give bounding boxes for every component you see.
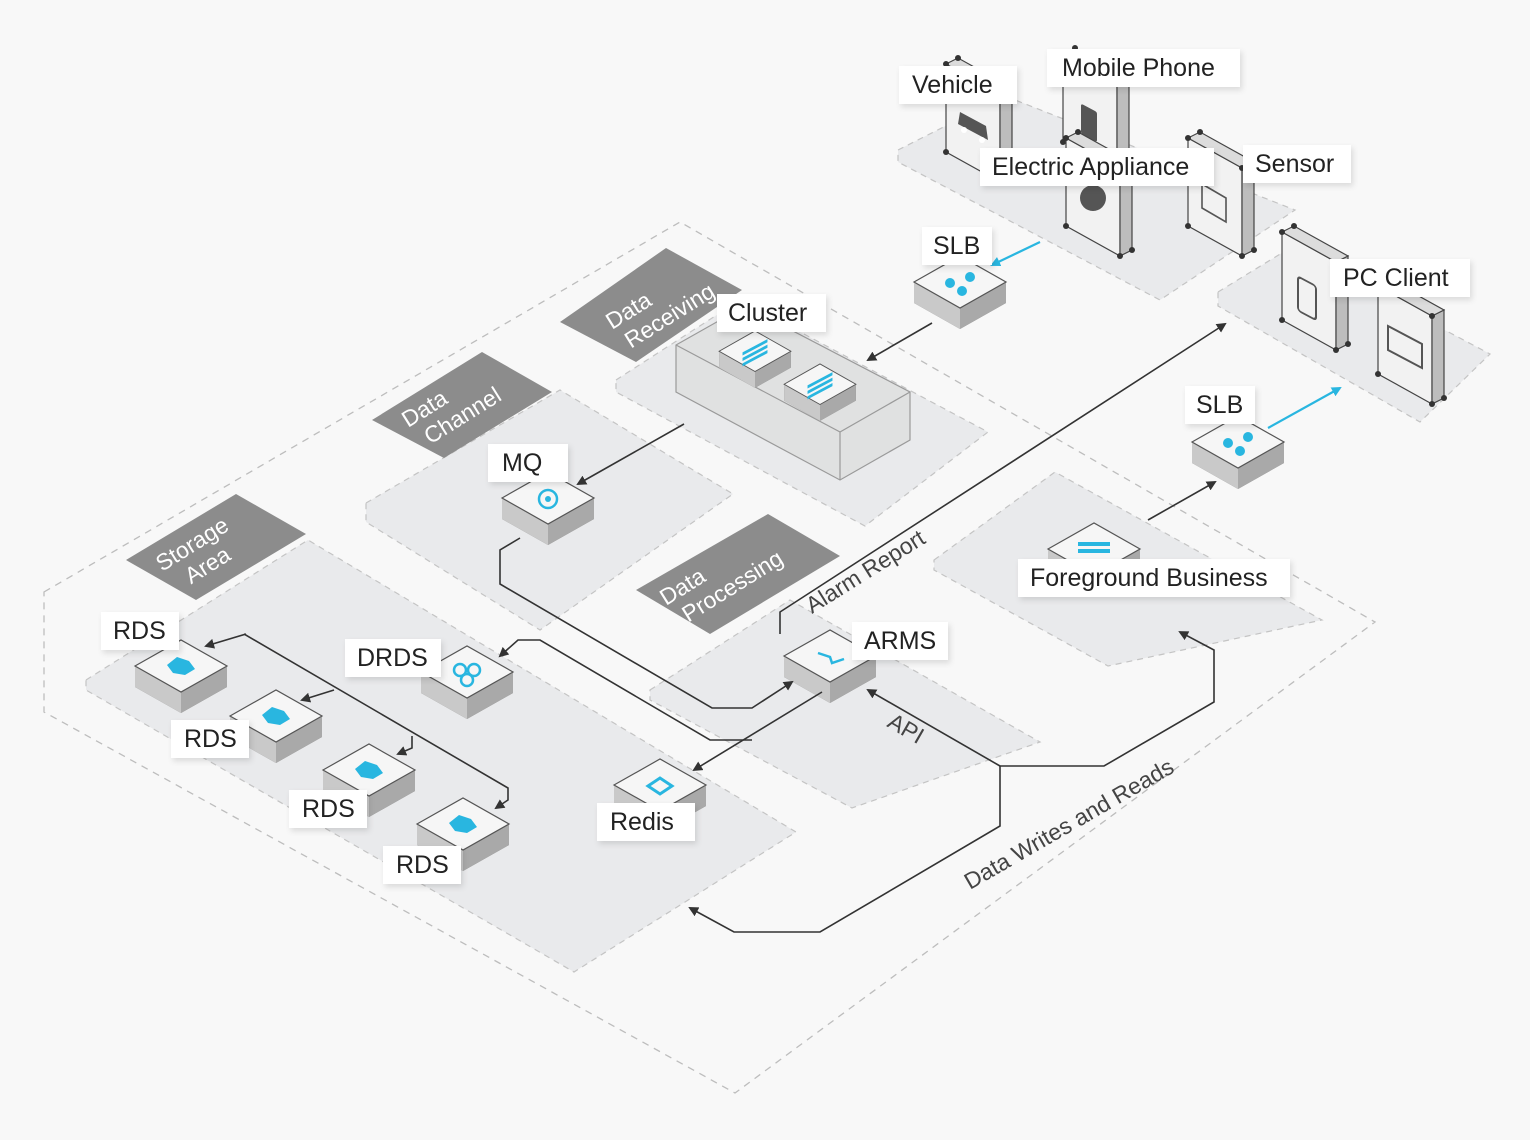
- redis-label: Redis: [597, 803, 695, 841]
- cluster-server-2: [783, 363, 857, 422]
- cluster-server-1: [718, 330, 792, 389]
- flow-slb-to-pc-client: [1267, 387, 1342, 429]
- flow-arms-to-redis: [692, 691, 823, 772]
- flow-rds-link-3: [396, 736, 413, 756]
- flow-lines: [204, 241, 1342, 933]
- flow-cluster-to-mq: [576, 423, 685, 485]
- rds-1-label: RDS: [101, 612, 179, 650]
- flow-foreground-to-slb: [1147, 481, 1217, 521]
- cluster-label-text: Cluster: [728, 299, 807, 327]
- arms-label: ARMS: [852, 622, 948, 660]
- flow-slb-to-cluster: [866, 322, 933, 362]
- drds-label-text: DRDS: [357, 644, 428, 672]
- zone-tag-storage-area: StorageArea: [126, 494, 306, 600]
- alarm-report-label: Alarm Report: [801, 524, 930, 618]
- flow-rds-link-1: [204, 633, 247, 649]
- redis-node: [613, 758, 707, 833]
- pc-client-label: PC Client: [1330, 259, 1470, 297]
- sensor-label: Sensor: [1243, 145, 1351, 183]
- label-tags: Vehicle Mobile Phone Electric Appliance …: [101, 49, 1470, 884]
- flow-rds-link-2: [300, 689, 335, 703]
- foreground-business-node: [1047, 522, 1141, 597]
- slb-right-node: [1191, 415, 1285, 490]
- sensor-device: [1184, 128, 1258, 260]
- foreground-business-label-text: Foreground Business: [1030, 564, 1268, 592]
- arms-node: [783, 629, 877, 704]
- outer-region: [43, 221, 1377, 1094]
- data-writes-reads-label: Data Writes and Reads: [960, 753, 1179, 894]
- rds-3-label: RDS: [289, 790, 367, 828]
- mq-node: [501, 471, 595, 546]
- drds-node: [420, 645, 514, 720]
- rds-1-node: [134, 639, 228, 714]
- pc-client-label-text: PC Client: [1343, 264, 1449, 292]
- flow-mq-to-arms: [499, 537, 794, 709]
- rds-2-label-text: RDS: [184, 725, 237, 753]
- sensor-label-text: Sensor: [1255, 150, 1334, 178]
- mq-label-text: MQ: [502, 449, 542, 477]
- rds-4-label-text: RDS: [396, 851, 449, 879]
- electric-appliance-device: [1062, 128, 1136, 260]
- rds-3-label-text: RDS: [302, 795, 355, 823]
- slb-top-label-text: SLB: [933, 232, 980, 260]
- arms-label-text: ARMS: [864, 627, 936, 655]
- drds-label: DRDS: [345, 639, 441, 677]
- zone-data-processing-platform: [649, 599, 1042, 809]
- mobile-phone-device: [1059, 44, 1133, 176]
- slb-right-label: SLB: [1185, 386, 1255, 424]
- rds-2-label: RDS: [171, 720, 249, 758]
- zone-tag-data-processing: DataProcessing: [636, 514, 840, 634]
- zone-storage-area-platform: [85, 539, 798, 973]
- mq-label: MQ: [488, 444, 568, 482]
- flow-to-drds: [498, 639, 752, 741]
- slb-top-node: [913, 255, 1007, 330]
- electric-appliance-label: Electric Appliance: [980, 148, 1214, 186]
- pc-client-monitor-device: [1374, 276, 1448, 408]
- rds-4-node: [416, 797, 510, 872]
- mobile-phone-label: Mobile Phone: [1047, 49, 1240, 87]
- rds-2-node: [229, 689, 323, 764]
- slb-right-label-text: SLB: [1196, 391, 1243, 419]
- flow-arms-alarm-report: [779, 322, 1227, 634]
- flow-data-to-arms: [866, 689, 1001, 767]
- rds-3-node: [322, 743, 416, 818]
- foreground-business-label: Foreground Business: [1018, 559, 1290, 597]
- vehicle-label-text: Vehicle: [912, 71, 993, 99]
- mobile-phone-label-text: Mobile Phone: [1062, 54, 1215, 82]
- electric-appliance-label-text: Electric Appliance: [992, 153, 1189, 181]
- flow-rds-chain: [243, 633, 509, 810]
- slb-top-label: SLB: [922, 227, 992, 265]
- rds-4-label: RDS: [383, 846, 461, 884]
- cluster-label: Cluster: [717, 294, 826, 332]
- redis-label-text: Redis: [610, 808, 674, 836]
- flow-data-to-storage: [688, 766, 1001, 933]
- flow-devices-to-slb: [990, 241, 1041, 267]
- vehicle-label: Vehicle: [899, 66, 1017, 104]
- flow-data-to-foreground: [1000, 631, 1215, 767]
- rds-1-label-text: RDS: [113, 617, 166, 645]
- pc-client-phone-device: [1278, 222, 1352, 354]
- vehicle-device: [942, 54, 1016, 186]
